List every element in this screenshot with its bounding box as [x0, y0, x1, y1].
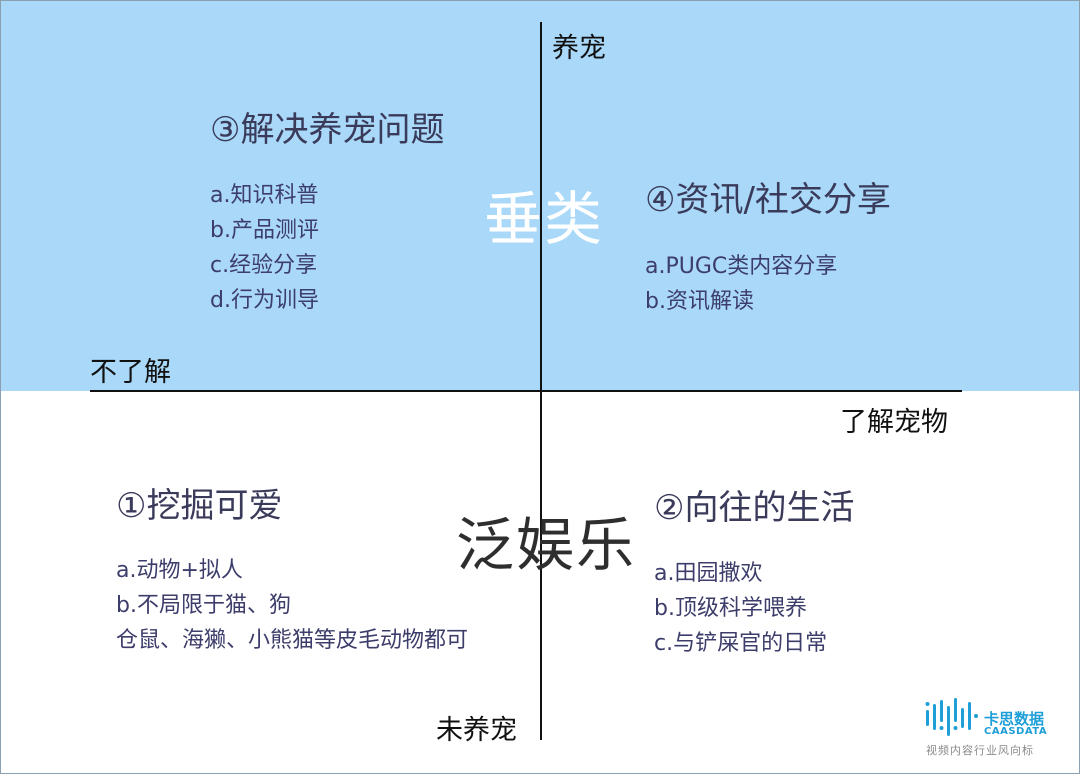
sound-bars-icon	[925, 698, 978, 736]
axis-label-left: 不了解	[90, 357, 171, 388]
list-item: d.行为训导	[210, 288, 319, 313]
horizontal-axis	[90, 390, 962, 392]
quadrant-2-title: ②向往的生活	[654, 488, 855, 528]
quadrant-3-list: a.知识科普 b.产品测评 c.经验分享 d.行为训导	[210, 178, 319, 318]
quadrant-4-title: ④资讯/社交分享	[645, 180, 891, 220]
quadrant-3-title: ③解决养宠问题	[210, 110, 445, 150]
list-item: b.资讯解读	[645, 289, 754, 314]
list-item: c.经验分享	[210, 253, 318, 278]
list-item: a.田园撒欢	[654, 561, 763, 586]
quadrant-1-list: a.动物+拟人 b.不局限于猫、狗 仓鼠、海獭、小熊猫等皮毛动物都可	[116, 553, 468, 658]
list-item: b.产品测评	[210, 218, 319, 243]
caasdata-logo: 卡思数据 CAASDATA 视频内容行业风向标	[924, 696, 1064, 762]
logo-name: 卡思数据	[984, 710, 1045, 728]
axis-label-top: 养宠	[552, 33, 606, 64]
logo-tagline: 视频内容行业风向标	[926, 744, 1034, 757]
list-item: a.PUGC类内容分享	[645, 254, 838, 279]
quadrant-4-list: a.PUGC类内容分享 b.资讯解读	[645, 249, 837, 319]
list-item: a.知识科普	[210, 183, 319, 208]
vertical-axis	[540, 22, 542, 740]
list-item: 仓鼠、海獭、小熊猫等皮毛动物都可	[116, 628, 469, 653]
quadrant-2-list: a.田园撒欢 b.顶级科学喂养 c.与铲屎官的日常	[654, 556, 827, 661]
zone-label-vertical: 垂类	[484, 185, 605, 253]
list-item: c.与铲屎官的日常	[654, 631, 828, 656]
quadrant-1-title: ①挖掘可爱	[116, 486, 283, 526]
logo-latin: CAASDATA	[984, 726, 1048, 737]
list-item: b.顶级科学喂养	[654, 596, 807, 621]
zone-label-entertainment: 泛娱乐	[456, 511, 637, 579]
axis-label-right: 了解宠物	[840, 407, 948, 438]
axis-label-bottom: 未养宠	[436, 715, 517, 746]
list-item: b.不局限于猫、狗	[116, 593, 291, 618]
list-item: a.动物+拟人	[116, 558, 243, 583]
